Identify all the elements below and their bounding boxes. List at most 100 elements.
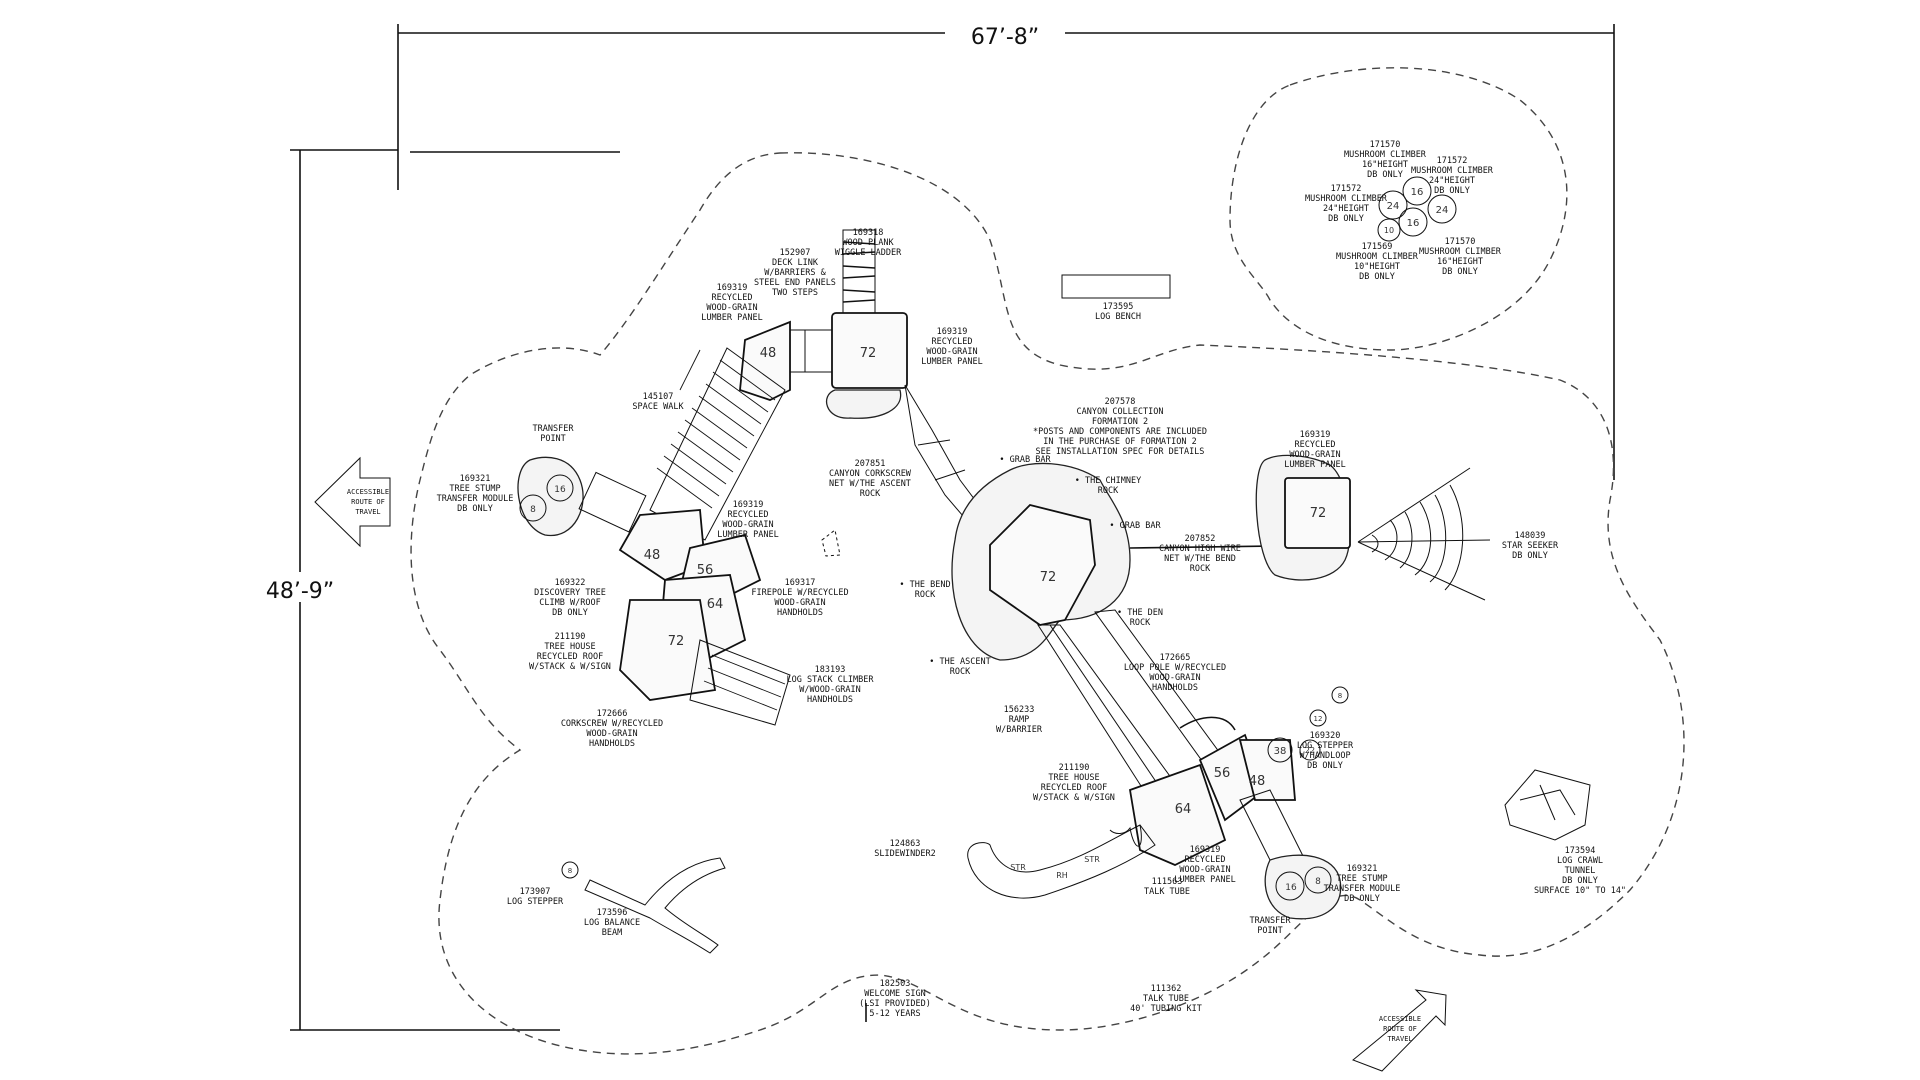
component-label-line: 169319 — [717, 283, 748, 293]
component-label-line: 145107 — [643, 392, 674, 402]
deck-72-right — [1284, 477, 1351, 549]
component-label: • GRAB BAR — [999, 455, 1051, 465]
component-label-line: 173907 — [520, 887, 551, 897]
component-label-line: TRANSFER — [1250, 916, 1292, 926]
component-label-line: 171572 — [1437, 156, 1468, 166]
component-label-line: DISCOVERY TREE — [534, 588, 606, 598]
deck-height: 56 — [697, 563, 714, 578]
component-label-line: NET W/THE BEND — [1164, 554, 1236, 564]
component-label-line: RECYCLED ROOF — [537, 652, 604, 662]
deck-72-center — [989, 504, 1096, 626]
component-label-line: 40' TUBING KIT — [1130, 1004, 1202, 1014]
component-label-line: LUMBER PANEL — [1284, 460, 1345, 470]
mushroom-use-zone — [1229, 67, 1568, 351]
component-label-line: 5-12 YEARS — [869, 1009, 920, 1019]
component-label-line: HANDHOLDS — [777, 608, 823, 618]
component-label-line: MUSHROOM CLIMBER — [1411, 166, 1494, 176]
component-label-line: TRANSFER — [533, 424, 575, 434]
deck-48-upper — [739, 320, 791, 401]
accessible-route-arrow-bottom: ACCESSIBLE ROUTE OF TRAVEL — [1352, 989, 1447, 1072]
slidewinder-slide — [967, 824, 1156, 899]
component-label-line: W/WOOD-GRAIN — [799, 685, 860, 695]
component-label-line: DB ONLY — [1442, 267, 1478, 277]
component-label-line: DB ONLY — [1359, 272, 1395, 282]
component-label-line: LOG CRAWL — [1557, 856, 1603, 866]
svg-text:12: 12 — [1314, 715, 1323, 723]
component-label-line: FIREPOLE W/RECYCLED — [751, 588, 848, 598]
component-label-line: WOOD-GRAIN — [722, 520, 773, 530]
balance-beam — [584, 857, 726, 954]
svg-text:16: 16 — [554, 485, 566, 495]
component-label-line: DB ONLY — [457, 504, 493, 514]
log-bench — [1061, 274, 1171, 299]
svg-text:ACCESSIBLE: ACCESSIBLE — [347, 488, 389, 496]
deck-height: 72 — [1040, 570, 1057, 585]
svg-text:38: 38 — [1274, 746, 1287, 757]
component-label-line: • THE DEN — [1117, 608, 1163, 618]
left-play-structure — [517, 229, 908, 726]
component-label-line: MUSHROOM CLIMBER — [1344, 150, 1427, 160]
component-label-line: 182503 — [880, 979, 911, 989]
component-label-line: RECYCLED — [728, 510, 769, 520]
component-label-line: 10"HEIGHT — [1354, 262, 1400, 272]
component-label-line: 211190 — [1059, 763, 1090, 773]
component-label-line: IN THE PURCHASE OF FORMATION 2 — [1043, 437, 1197, 447]
component-label-line: 169321 — [1347, 864, 1378, 874]
component-label-line: NET W/THE ASCENT — [829, 479, 911, 489]
component-label-line: MUSHROOM CLIMBER — [1336, 252, 1419, 262]
component-label-line: 169320 — [1310, 731, 1341, 741]
deck-height: 64 — [1175, 802, 1192, 817]
component-label-line: 183193 — [815, 665, 846, 675]
component-label-line: RECYCLED — [1185, 855, 1226, 865]
component-label-line: TRANSFER MODULE — [437, 494, 514, 504]
svg-text:24: 24 — [1436, 205, 1449, 216]
deck-72-treehouse — [619, 599, 717, 701]
deck-height: 64 — [707, 597, 724, 612]
component-label-line: LOG BALANCE — [584, 918, 640, 928]
component-label-line: WOOD PLANK — [842, 238, 894, 248]
component-label-line: LUMBER PANEL — [1174, 875, 1235, 885]
component-label-line: TREE STUMP — [1336, 874, 1387, 884]
svg-text:8: 8 — [1338, 692, 1342, 700]
component-label-line: 173594 — [1565, 846, 1596, 856]
component-label-line: • GRAB BAR — [999, 455, 1051, 465]
component-label-line: SURFACE 10" TO 14" — [1534, 886, 1626, 896]
component-label-line: MUSHROOM CLIMBER — [1419, 247, 1502, 257]
component-label-line: WELCOME SIGN — [864, 989, 925, 999]
component-label-line: RECYCLED ROOF — [1041, 783, 1108, 793]
component-label-line: WOOD-GRAIN — [1289, 450, 1340, 460]
component-label-line: RECYCLED — [712, 293, 753, 303]
component-label-line: TALK TUBE — [1143, 994, 1189, 1004]
component-label-line: TUNNEL — [1565, 866, 1596, 876]
component-label-line: ROCK — [1190, 564, 1211, 574]
svg-text:TRAVEL: TRAVEL — [1387, 1035, 1412, 1043]
component-label-line: 169319 — [1190, 845, 1221, 855]
mushroom-climbers — [1377, 176, 1457, 242]
svg-text:8: 8 — [1315, 877, 1321, 887]
deck-height: 48 — [644, 548, 661, 563]
component-label-line: STAR SEEKER — [1502, 541, 1559, 551]
component-label-line: 156233 — [1004, 705, 1035, 715]
accessible-route-arrow-left: ACCESSIBLE ROUTE OF TRAVEL — [314, 456, 391, 548]
component-label-line: 171570 — [1445, 237, 1476, 247]
component-label-line: 211190 — [555, 632, 586, 642]
component-label-line: DB ONLY — [552, 608, 588, 618]
component-label-line: ROCK — [1130, 618, 1151, 628]
component-label-line: 169319 — [937, 327, 968, 337]
deck-64-lower — [1128, 763, 1227, 866]
